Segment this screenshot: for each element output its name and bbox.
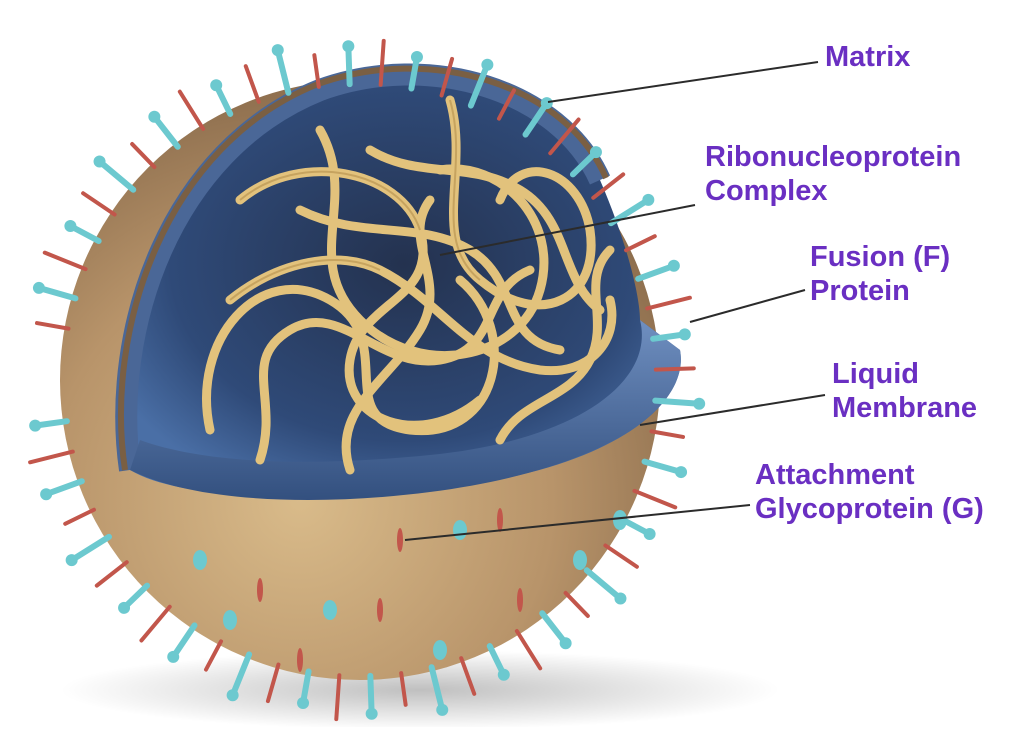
attachment-spike [72,537,109,560]
fusion-spike [141,607,169,641]
attachment-spike [655,401,699,404]
fusion-spike [97,562,127,585]
attachment-spike [453,520,467,540]
fusion-spike [517,588,523,612]
attachment-spike-head [498,669,510,681]
label-matrix-line1: Matrix [825,40,910,74]
fusion-spike [297,648,303,672]
fusion-spike [257,578,263,602]
attachment-spike-head [675,466,687,478]
fusion-spike [37,323,69,329]
fusion-spike [647,298,690,309]
label-matrix: Matrix [825,40,910,74]
fusion-spike [397,528,403,552]
attachment-spike-head [590,146,602,158]
fusion-spike [634,491,675,507]
fusion-spike [566,593,588,616]
attachment-spike-head [118,602,130,614]
label-rnp-line2: Complex [705,174,961,208]
label-fusion-line1: Fusion (F) [810,240,950,274]
attachment-spike-head [436,704,448,716]
label-ribonucleoprotein-complex: Ribonucleoprotein Complex [705,140,961,208]
fusion-spike [132,144,154,167]
attachment-spike-head [40,488,52,500]
fusion-spike [497,508,503,532]
attachment-spike-head [64,220,76,232]
label-liquid-membrane: Liquid Membrane [832,357,977,425]
fusion-spike [45,253,86,269]
fusion-spike [65,510,94,524]
attachment-spike [587,570,621,598]
attachment-spike-head [679,328,691,340]
label-membrane-line2: Membrane [832,391,977,425]
fusion-spike [30,452,73,463]
attachment-spike-head [210,79,222,91]
label-fusion-line2: Protein [810,274,950,308]
label-attachment-line1: Attachment [755,458,984,492]
label-rnp-line1: Ribonucleoprotein [705,140,961,174]
attachment-spike [433,640,447,660]
attachment-spike-head [167,651,179,663]
attachment-spike-head [642,194,654,206]
attachment-spike-head [541,97,553,109]
attachment-spike [100,161,134,189]
attachment-spike-head [29,420,41,432]
fusion-spike [652,431,684,437]
attachment-spike-head [366,708,378,720]
fusion-spike [377,598,383,622]
leader-line-fusion [690,290,805,322]
label-fusion-protein: Fusion (F) Protein [810,240,950,308]
attachment-spike [613,510,627,530]
attachment-spike [193,550,207,570]
attachment-spike-head [614,593,626,605]
attachment-spike-head [66,554,78,566]
attachment-spike-head [693,398,705,410]
attachment-spike-head [227,689,239,701]
fusion-spike [180,92,203,129]
fusion-spike [246,66,259,102]
attachment-spike-head [411,51,423,63]
attachment-spike-head [644,528,656,540]
attachment-spike-head [148,111,160,123]
attachment-spike [573,550,587,570]
attachment-spike-head [272,44,284,56]
fusion-spike [656,368,694,369]
label-attachment-line2: Glycoprotein (G) [755,492,984,526]
attachment-spike [278,50,289,93]
attachment-spike [323,600,337,620]
attachment-spike [223,610,237,630]
fusion-spike [626,236,655,250]
fusion-spike [605,546,637,567]
leader-line-matrix [548,62,818,102]
attachment-spike-head [668,260,680,272]
attachment-spike-head [297,697,309,709]
label-membrane-line1: Liquid [832,357,977,391]
attachment-spike-head [560,637,572,649]
attachment-spike-head [94,155,106,167]
attachment-spike-head [481,59,493,71]
attachment-spike-head [33,282,45,294]
fusion-spike [83,193,115,214]
label-attachment-glycoprotein: Attachment Glycoprotein (G) [755,458,984,526]
attachment-spike-head [342,40,354,52]
